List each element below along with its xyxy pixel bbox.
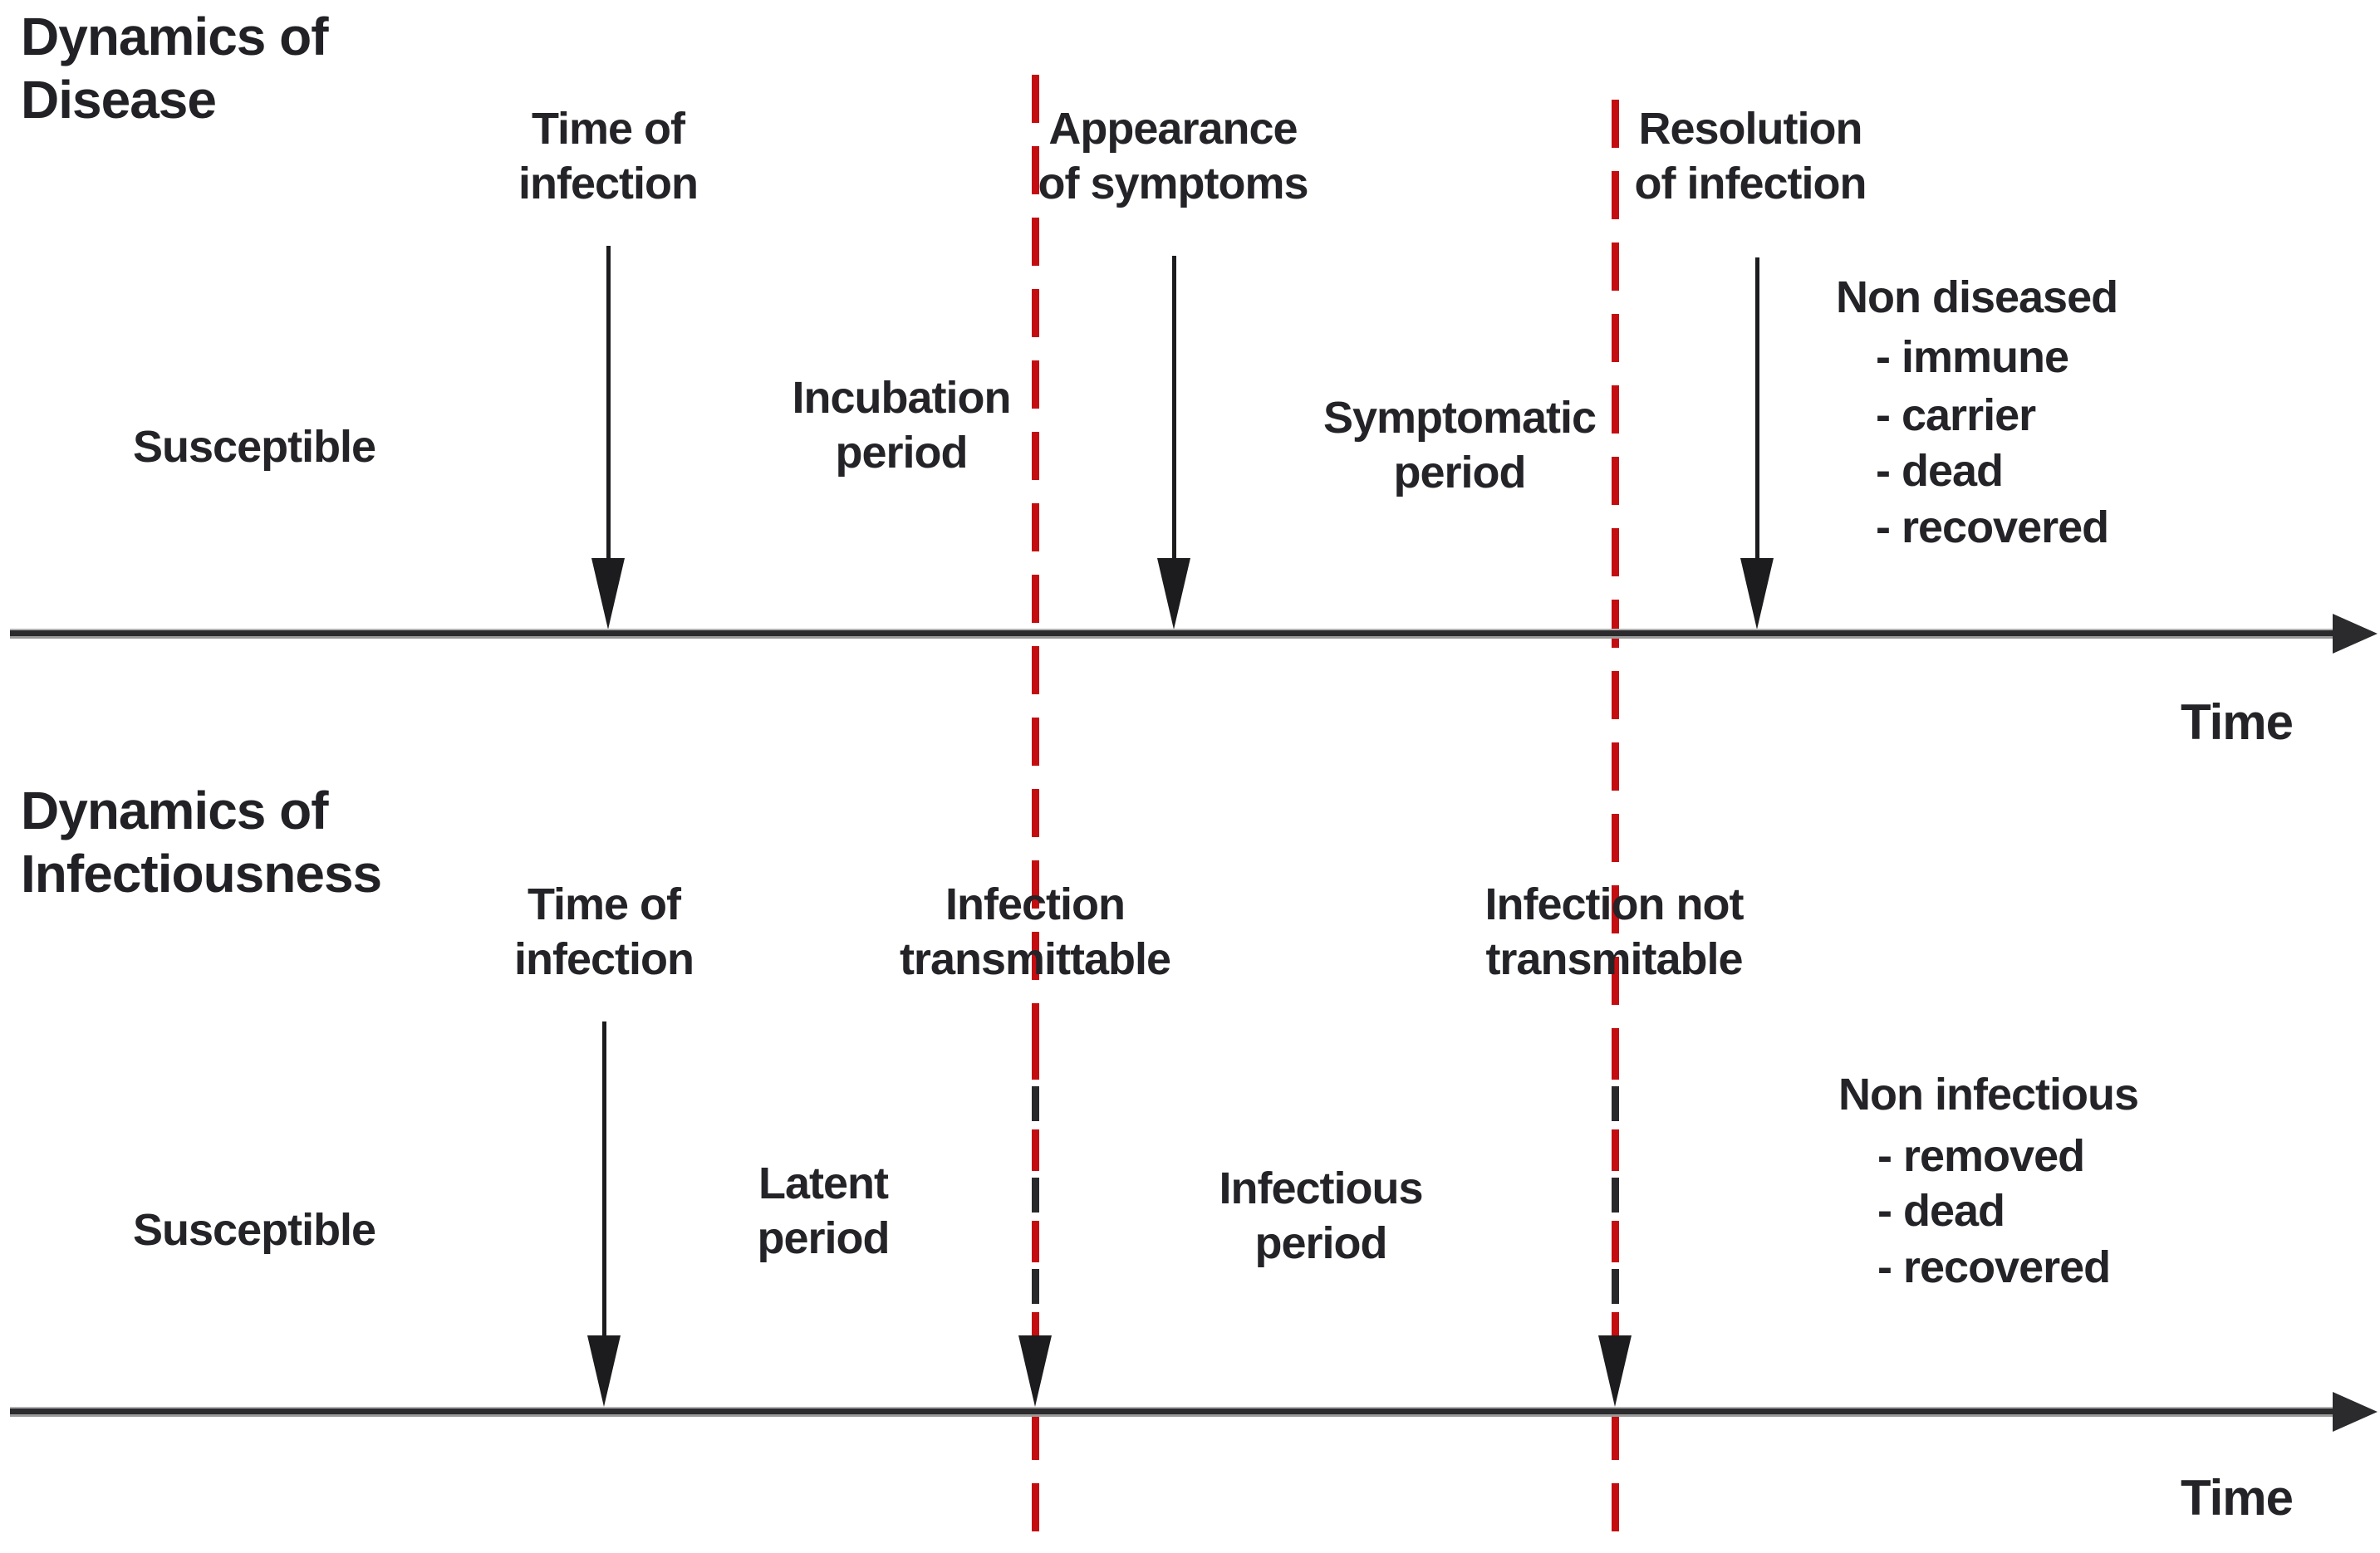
event-label-line: of infection	[1634, 159, 1867, 208]
period-label-line: period	[835, 428, 968, 478]
period-label-line: Symptomatic	[1322, 393, 1597, 443]
arrow-time-of-infection-disease-stem	[606, 246, 611, 563]
outcome-item-recovered-2: - recovered	[1877, 1242, 2111, 1292]
red-dashed-line-2-lower	[1612, 1412, 1619, 1532]
event-label-infection-not-transmitable: Infection not transmitable	[1423, 877, 1805, 987]
period-label-symptomatic: Symptomatic period	[1293, 390, 1626, 500]
period-label-line: Incubation	[792, 373, 1012, 423]
event-label-time-of-infection-disease: Time of infection	[442, 101, 774, 211]
red-dashed-line-2-upper	[1612, 100, 1619, 1038]
arrow-appearance-of-symptoms-stem	[1172, 256, 1176, 563]
section-title-infectiousness: Dynamics of Infectiousness	[21, 779, 382, 905]
red-dashed-line-1-upper	[1032, 75, 1039, 1038]
arrow-resolution-of-infection-head	[1740, 558, 1774, 630]
outcome-header-non-diseased: Non diseased	[1836, 272, 2118, 322]
arrow-time-of-infection-infectiousness-stem	[602, 1021, 606, 1337]
state-label-susceptible-disease: Susceptible	[133, 422, 376, 472]
period-label-line: Infectious	[1219, 1164, 1423, 1213]
event-label-resolution-of-infection: Resolution of infection	[1568, 101, 1933, 211]
section-title-infectiousness-line2: Infectiousness	[21, 844, 382, 904]
event-label-line: Appearance	[1048, 104, 1298, 154]
event-label-line: Time of	[527, 879, 681, 929]
event-label-line: infection	[518, 159, 699, 208]
outcome-header-non-infectious: Non infectious	[1838, 1070, 2139, 1119]
period-label-line: period	[1393, 448, 1526, 497]
event-label-line: infection	[514, 934, 694, 984]
arrow-appearance-of-symptoms-head	[1157, 558, 1190, 630]
event-label-line: Resolution	[1638, 104, 1863, 154]
axis-label-time-disease: Time	[2181, 694, 2294, 750]
event-label-line: Time of	[531, 104, 685, 154]
arrow-infection-transmittable-head	[1018, 1335, 1052, 1407]
period-label-line: Latent	[758, 1159, 889, 1208]
period-label-line: period	[1254, 1218, 1387, 1268]
timeline-axis-infectiousness-arrowhead-icon	[2333, 1392, 2378, 1432]
section-title-disease-line2: Disease	[21, 70, 217, 130]
period-label-latent: Latent period	[657, 1156, 989, 1266]
event-label-infection-transmittable: Infection transmittable	[844, 877, 1226, 987]
outcome-item-dead: - dead	[1876, 446, 2004, 496]
arrow-time-of-infection-infectiousness-head	[587, 1335, 621, 1407]
event-label-line: transmittable	[899, 934, 1171, 984]
section-title-infectiousness-line1: Dynamics of	[21, 781, 329, 840]
axis-label-time-infectiousness: Time	[2181, 1470, 2294, 1526]
state-label-susceptible-infectiousness: Susceptible	[133, 1205, 376, 1255]
event-label-appearance-of-symptoms: Appearance of symptoms	[990, 101, 1356, 211]
timeline-axis-disease	[10, 629, 2334, 639]
arrow-resolution-of-infection-stem	[1755, 257, 1759, 563]
outcome-item-carrier: - carrier	[1876, 390, 2036, 440]
arrow-time-of-infection-disease-head	[591, 558, 625, 630]
period-label-line: period	[757, 1213, 890, 1263]
red-dashed-line-1-mixed	[1032, 1038, 1039, 1337]
outcome-item-recovered: - recovered	[1876, 502, 2109, 552]
outcome-item-removed: - removed	[1877, 1131, 2085, 1181]
period-label-infectious: Infectious period	[1155, 1161, 1487, 1271]
event-label-line: transmitable	[1485, 934, 1743, 984]
section-title-disease-line1: Dynamics of	[21, 7, 329, 66]
red-dashed-line-2-mixed	[1612, 1038, 1619, 1337]
section-title-disease: Dynamics of Disease	[21, 5, 329, 131]
event-label-line: Infection not	[1484, 879, 1745, 929]
timeline-axis-disease-arrowhead-icon	[2333, 614, 2378, 654]
event-label-line: Infection	[945, 879, 1126, 929]
red-dashed-line-1-lower	[1032, 1412, 1039, 1532]
outcome-item-immune: - immune	[1876, 332, 2069, 382]
timeline-axis-infectiousness	[10, 1407, 2334, 1417]
arrow-infection-not-transmitable-head	[1598, 1335, 1632, 1407]
outcome-item-dead-2: - dead	[1877, 1186, 2005, 1236]
event-label-line: of symptoms	[1038, 159, 1308, 208]
event-label-time-of-infection-infectiousness: Time of infection	[438, 877, 770, 987]
period-label-incubation: Incubation period	[735, 370, 1067, 480]
